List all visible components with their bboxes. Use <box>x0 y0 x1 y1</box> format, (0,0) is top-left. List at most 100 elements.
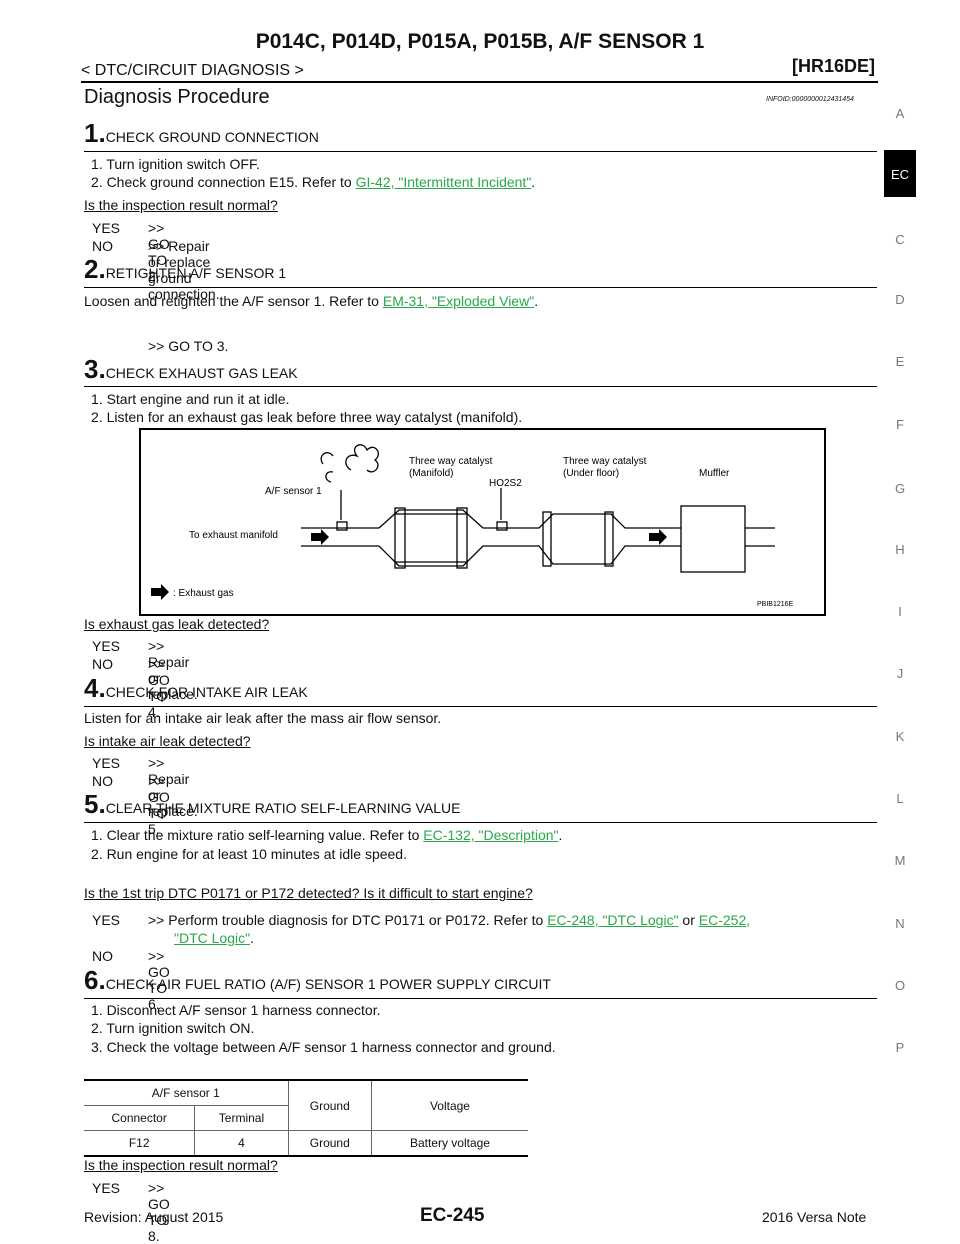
answer-text: >> Repair or replace. <box>148 755 198 819</box>
answer-yes: YES>> Repair or replace. <box>92 638 198 702</box>
fig-label-af-sensor: A/F sensor 1 <box>265 486 322 497</box>
line-text: . <box>558 827 563 843</box>
answer-text: >> GO TO 6. <box>148 948 170 1012</box>
step-title: CHECK FOR INTAKE AIR LEAK <box>105 684 308 700</box>
step-title: CHECK EXHAUST GAS LEAK <box>105 365 298 381</box>
table-header-voltage: Voltage <box>371 1079 528 1131</box>
step-title: CHECK GROUND CONNECTION <box>105 129 319 145</box>
step-divider <box>84 706 877 707</box>
fig-label-underfloor: Three way catalyst <box>563 456 647 467</box>
side-index-d[interactable]: D <box>895 292 905 307</box>
step-title: RETIGHTEN A/F SENSOR 1 <box>105 265 287 281</box>
ref-link[interactable]: GI-42, "Intermittent Incident" <box>355 174 532 190</box>
answer-label: YES <box>92 220 121 236</box>
answer-text: >> GO TO 5. <box>148 773 170 837</box>
step-number: 5. <box>84 789 106 819</box>
table-cell-voltage: Battery voltage <box>371 1130 528 1157</box>
step-line: 2. Run engine for at least 10 minutes at… <box>91 846 407 862</box>
inspection-question: Is the 1st trip DTC P0171 or P172 detect… <box>84 885 533 901</box>
side-index-j[interactable]: J <box>896 666 904 681</box>
ref-link[interactable]: EC-132, "Description" <box>423 827 559 843</box>
answer-text: >> Repair or replace. <box>148 638 198 702</box>
answer-text: >> GO TO 2. <box>148 220 170 284</box>
step-number: 3. <box>84 354 106 384</box>
side-index-l[interactable]: L <box>896 791 904 806</box>
fig-label-manifold-sub: (Manifold) <box>409 468 453 479</box>
table-header-ground: Ground <box>288 1079 372 1131</box>
answer-label: NO <box>92 238 113 254</box>
step-3-heading: 3.CHECK EXHAUST GAS LEAK <box>84 354 298 385</box>
inspection-question: Is the inspection result normal? <box>84 1157 278 1173</box>
fig-label-manifold: Three way catalyst <box>409 456 493 467</box>
side-index-p[interactable]: P <box>895 1040 905 1055</box>
step-divider <box>84 151 877 152</box>
step-line: Listen for an intake air leak after the … <box>84 710 442 726</box>
answer-yes: YES >> GO TO 2. <box>92 220 170 284</box>
answer-no: NO >> Repair or replace ground connection… <box>92 238 220 302</box>
table-header-terminal: Terminal <box>194 1105 289 1131</box>
side-index-f[interactable]: F <box>896 417 904 432</box>
answer-label: YES <box>92 755 121 771</box>
info-id: INFOID:0000000012431454 <box>766 96 854 103</box>
step-line: 1. Start engine and run it at idle. <box>91 391 290 407</box>
voltage-spec-table: A/F sensor 1 Ground Voltage Connector Te… <box>84 1079 528 1157</box>
step-number: 2. <box>84 254 106 284</box>
header-divider <box>81 81 878 83</box>
step-line: 2. Turn ignition switch ON. <box>91 1020 255 1036</box>
side-index-g[interactable]: G <box>894 481 906 496</box>
answer-label: NO <box>92 948 113 964</box>
footer-model-year: 2016 Versa Note <box>762 1209 867 1225</box>
step-4-heading: 4.CHECK FOR INTAKE AIR LEAK <box>84 673 308 704</box>
side-index-i[interactable]: I <box>898 604 902 619</box>
side-index-m[interactable]: M <box>894 853 906 868</box>
answer-text: >> Perform trouble diagnosis for DTC P01… <box>148 912 868 928</box>
fig-label-underfloor-sub: (Under floor) <box>563 468 619 479</box>
answer-yes: YES>> GO TO 8. <box>92 1180 170 1244</box>
answer-no: NO>> GO TO 4. <box>92 656 170 720</box>
answer-text-part: . <box>250 930 254 946</box>
side-index-h[interactable]: H <box>895 542 905 557</box>
side-index-ec[interactable]: EC <box>884 150 916 197</box>
side-index-e[interactable]: E <box>895 354 905 369</box>
step-6-heading: 6.CHECK AIR FUEL RATIO (A/F) SENSOR 1 PO… <box>84 965 551 996</box>
answer-text: >> Repair or replace ground connection. <box>148 238 220 302</box>
answer-yes: YES >> Repair or replace. <box>92 755 198 819</box>
side-index-o[interactable]: O <box>894 978 906 993</box>
ref-link[interactable]: EC-252, <box>698 912 751 928</box>
step-5-heading: 5.CLEAR THE MIXTURE RATIO SELF-LEARNING … <box>84 789 460 820</box>
breadcrumb: < DTC/CIRCUIT DIAGNOSIS > <box>81 62 304 79</box>
step-number: 4. <box>84 673 106 703</box>
exhaust-arrow-icon <box>151 584 169 600</box>
table-cell-terminal: 4 <box>194 1130 289 1157</box>
section-title: Diagnosis Procedure <box>84 86 270 108</box>
step-divider <box>84 386 877 387</box>
answer-yes: YES>> Perform trouble diagnosis for DTC … <box>92 912 750 928</box>
fig-label-ho2s2: HO2S2 <box>489 478 522 489</box>
step-line: 1. Clear the mixture ratio self-learning… <box>91 827 562 843</box>
step-number: 1. <box>84 118 106 148</box>
footer-revision: Revision: August 2015 <box>84 1209 224 1225</box>
step-number: 6. <box>84 965 106 995</box>
line-text: 2. Check ground connection E15. Refer to <box>91 174 356 190</box>
inspection-question: Is intake air leak detected? <box>84 733 251 749</box>
ref-link[interactable]: EM-31, "Exploded View" <box>382 293 535 309</box>
answer-label: YES <box>92 1180 121 1196</box>
side-index-c[interactable]: C <box>895 232 905 247</box>
answer-text: >> GO TO 4. <box>148 656 170 720</box>
page-title: P014C, P014D, P015A, P015B, A/F SENSOR 1 <box>255 30 705 53</box>
table-cell-connector: F12 <box>84 1130 196 1157</box>
ref-link[interactable]: "DTC Logic" <box>174 930 251 946</box>
model-label: [HR16DE] <box>792 56 876 76</box>
step-line: 1. Turn ignition switch OFF. <box>91 156 260 172</box>
side-index-k[interactable]: K <box>895 729 905 744</box>
step-title: CHECK AIR FUEL RATIO (A/F) SENSOR 1 POWE… <box>105 976 551 992</box>
step-line: 2. Listen for an exhaust gas leak before… <box>91 409 523 425</box>
step-1-heading: 1.CHECK GROUND CONNECTION <box>84 118 319 149</box>
answer-label: YES <box>92 912 121 928</box>
side-index-a[interactable]: A <box>895 106 905 121</box>
ref-link[interactable]: EC-248, "DTC Logic" <box>547 912 679 928</box>
fig-label-exhaust-manifold: To exhaust manifold <box>189 530 278 541</box>
step-line: 1. Disconnect A/F sensor 1 harness conne… <box>91 1002 381 1018</box>
answer-no: NO >> GO TO 6. <box>92 948 170 1012</box>
side-index-n[interactable]: N <box>895 916 905 931</box>
